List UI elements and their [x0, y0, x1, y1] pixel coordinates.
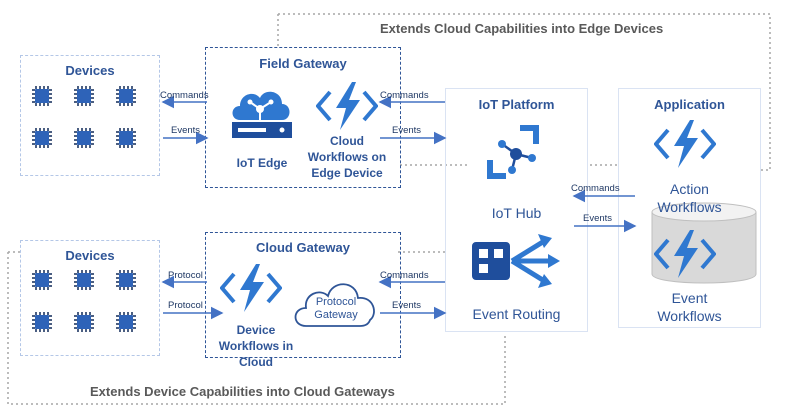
processor-chip-icon: [116, 270, 136, 290]
label-app-events: Events: [583, 213, 613, 224]
protocol-gateway-label: Protocol Gateway: [300, 296, 372, 322]
field-gateway-title: Field Gateway: [259, 56, 347, 71]
processor-chip-icon: [32, 312, 52, 332]
processor-chip-icon: [74, 270, 94, 290]
processor-chip-icon: [74, 86, 94, 106]
processor-chip-icon: [116, 86, 136, 106]
field-gateway-box: [205, 47, 401, 188]
cloud-gateway-box: [205, 232, 401, 358]
bottom-banner-outline: [7, 252, 506, 405]
processor-chip-icon: [74, 128, 94, 148]
label-dev-top-commands: Commands: [160, 90, 209, 101]
devices-top-title: Devices: [65, 63, 115, 78]
cloud-workflows-line-3: Edge Device: [311, 166, 383, 180]
cloud-gateway-title: Cloud Gateway: [256, 240, 350, 255]
devices-bottom-box: [20, 240, 160, 356]
iot-platform-title: IoT Platform: [478, 97, 555, 112]
device-workflows-line-2: Workflows in: [218, 339, 294, 353]
protocol-gateway-line-1: Protocol: [315, 296, 357, 308]
iot-edge-label: IoT Edge: [236, 156, 288, 170]
top-banner-text: Extends Cloud Capabilities into Edge Dev…: [380, 21, 664, 36]
label-fg-commands: Commands: [380, 90, 429, 101]
bottom-banner-text: Extends Device Capabilities into Cloud G…: [90, 384, 395, 399]
label-dev-top-events: Events: [171, 125, 201, 136]
event-routing-label: Event Routing: [472, 306, 561, 322]
cloud-icon: [294, 283, 375, 327]
logic-app-bolt-icon: [316, 82, 378, 130]
label-dev-bottom-protocol-out: Protocol: [168, 300, 203, 311]
processor-chip-icon: [32, 86, 52, 106]
label-fg-events: Events: [392, 125, 422, 136]
action-workflows-line-1: Action: [670, 181, 709, 197]
iot-platform-box: [445, 88, 588, 332]
processor-chip-icon: [74, 312, 94, 332]
label-cg-commands: Commands: [380, 270, 429, 281]
event-workflows-label: Event Workflows: [618, 289, 761, 325]
processor-chip-icon: [32, 128, 52, 148]
devices-bottom-title: Devices: [65, 248, 115, 263]
protocol-gateway-line-2: Gateway: [314, 309, 358, 321]
iot-hub-icon: [487, 125, 539, 179]
devices-top-box: [20, 55, 160, 176]
device-workflows-label: Device Workflows in Cloud: [208, 322, 304, 370]
iot-hub-label: IoT Hub: [491, 205, 542, 221]
event-workflows-line-2: Workflows: [657, 308, 722, 324]
label-dev-bottom-protocol-in: Protocol: [168, 270, 203, 281]
event-grid-icon: [472, 234, 560, 288]
event-workflows-line-1: Event: [671, 290, 708, 306]
application-title: Application: [654, 97, 725, 112]
cloud-workflows-line-2: Workflows on: [307, 150, 387, 164]
logic-app-bolt-icon: [220, 264, 282, 312]
label-cg-events: Events: [392, 300, 422, 311]
cloud-workflows-line-1: Cloud: [330, 134, 364, 148]
processor-chip-icon: [32, 270, 52, 290]
logic-app-bolt-icon: [654, 120, 716, 168]
label-app-commands: Commands: [571, 183, 620, 194]
database-cylinder-shape: [651, 202, 757, 284]
cloud-workflows-label: Cloud Workflows on Edge Device: [300, 133, 394, 181]
application-box: [618, 88, 761, 328]
iot-edge-icon: [232, 91, 292, 138]
processor-chip-icon: [116, 312, 136, 332]
device-workflows-line-1: Device: [236, 323, 276, 337]
processor-chip-icon: [116, 128, 136, 148]
logic-app-bolt-icon: [654, 230, 716, 278]
action-workflows-line-2: Workflows: [657, 199, 722, 215]
top-banner-outline: [278, 13, 771, 171]
action-workflows-label: Action Workflows: [618, 180, 761, 216]
device-workflows-line-3: Cloud: [239, 355, 273, 369]
